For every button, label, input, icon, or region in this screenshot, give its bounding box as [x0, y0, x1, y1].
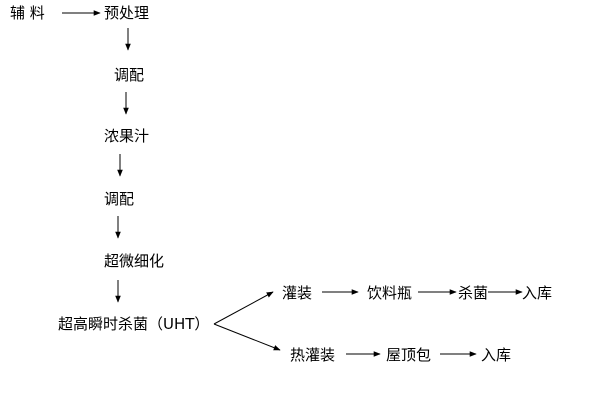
node-storage-bottom: 入库 — [481, 346, 512, 364]
node-storage-top: 入库 — [522, 284, 553, 302]
node-auxiliary: 辅 料 — [10, 4, 45, 22]
node-uht: 超高瞬时杀菌（UHT） — [58, 315, 210, 333]
node-sterilization: 杀菌 — [458, 284, 489, 302]
node-pretreatment: 预处理 — [104, 4, 150, 22]
node-hot-filling: 热灌装 — [290, 346, 336, 364]
node-blending-2: 调配 — [104, 190, 135, 208]
node-concentrate: 浓果汁 — [104, 127, 150, 145]
node-blending-1: 调配 — [114, 66, 145, 84]
node-gable-top: 屋顶包 — [386, 346, 432, 364]
arrow-uht-to-hot-filling — [213, 323, 281, 351]
node-beverage-bottle: 饮料瓶 — [367, 284, 413, 302]
node-filling: 灌装 — [282, 284, 313, 302]
node-micronization: 超微细化 — [104, 252, 165, 270]
arrow-uht-to-filling — [213, 291, 274, 325]
